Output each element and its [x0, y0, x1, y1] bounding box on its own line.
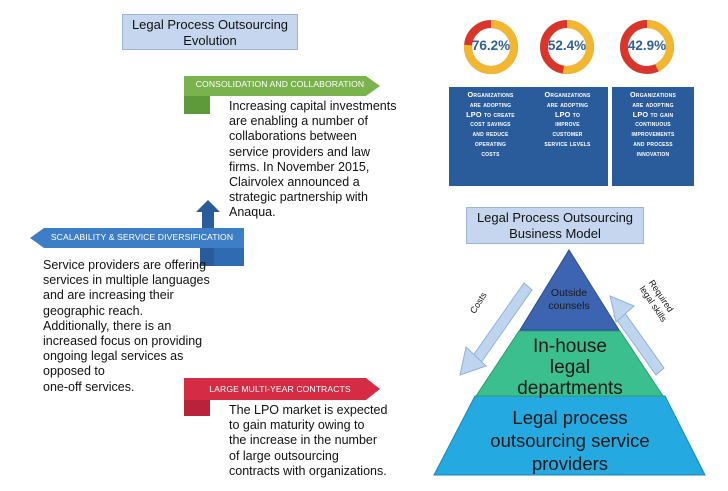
tier-line: Legal process [512, 407, 628, 428]
text-line: increased focus on providing [43, 334, 203, 349]
contracts-banner [184, 378, 380, 416]
stat-line: Organizations [467, 90, 514, 99]
text-line: one-off services. [43, 379, 135, 394]
tier-top-label: Outside counsels [522, 287, 616, 313]
text-line: services in multiple languages [43, 273, 210, 288]
stat-line: service levels [544, 138, 591, 148]
stat-box-1: Organizations are adopting LPO to create… [449, 87, 532, 186]
text-line: Additionally, there is an [43, 318, 172, 333]
stat-line: and process [633, 138, 673, 148]
tier-line: legal [549, 357, 591, 378]
business-model-title: Legal Process Outsourcing Business Model [466, 207, 644, 244]
text-line: ongoing legal services as [43, 349, 184, 364]
stat-line: are adopting [546, 99, 589, 109]
stat-box-3: Organizations are adopting LPO to gain c… [612, 87, 694, 186]
text-line: to gain maturity owing to [229, 418, 365, 433]
text-line: strategic partnership with [229, 190, 368, 205]
text-line: firms. In November 2015, [229, 159, 370, 174]
contracts-text: The LPO market is expected to gain matur… [229, 403, 387, 479]
pyramid-middle-tier [475, 330, 664, 397]
pyramid-top-tier [519, 249, 620, 331]
stat-line: improve [555, 119, 580, 129]
text-line: opposed to [43, 364, 105, 379]
text-line: The LPO market is expected [229, 403, 388, 417]
tier-line: departments [517, 378, 623, 399]
text-line: of large outsourcing [229, 448, 339, 463]
text-line: geographic reach. [43, 303, 144, 318]
stat-value-3: 42.9% [627, 38, 667, 53]
stat-line: and reduce [472, 129, 509, 139]
contracts-label: LARGE MULTI-YEAR CONTRACTS [209, 384, 351, 394]
scalability-banner [30, 200, 244, 266]
stat-line: costs [481, 148, 500, 158]
costs-arrow [459, 282, 533, 376]
evolution-title-line2: Evolution [183, 33, 237, 48]
stat-line: innovation [636, 148, 670, 158]
text-line: collaborations between [229, 129, 357, 144]
scalability-label: SCALABILITY & SERVICE DIVERSIFICATION [50, 232, 234, 242]
scalability-text: Service providers are offering services … [43, 258, 210, 395]
donut-chart-3 [620, 20, 674, 74]
text-line: service providers and law [229, 144, 371, 159]
tier-line: Outside [550, 287, 588, 299]
donut-fill [620, 20, 674, 74]
consolidation-text: Increasing capital investments are enabl… [229, 99, 396, 221]
donut-chart-1 [464, 20, 518, 74]
text-line: the increase in the number [229, 433, 378, 448]
stat-box-2: Organizations are adopting LPO to improv… [527, 87, 608, 186]
tier-line: providers [531, 453, 609, 474]
tier-line: In-house [533, 336, 607, 357]
evolution-title: Legal Process Outsourcing Evolution [122, 14, 298, 50]
text-line: Increasing capital investments [229, 99, 397, 113]
business-model-title-line2: Business Model [509, 226, 601, 241]
tier-base-label: Legal process outsourcing service provid… [452, 406, 688, 475]
stat-line: LPO to gain [632, 109, 674, 119]
text-line: and are increasing their [43, 288, 174, 303]
stat-line: LPO to [554, 109, 581, 119]
stat-line: Organizations [630, 90, 676, 99]
consolidation-label: CONSOLIDATION AND COLLABORATION [195, 79, 365, 89]
stat-line: are adopting [469, 99, 512, 109]
donut-fill [464, 20, 518, 74]
text-line: Anaqua. [229, 205, 276, 220]
stat-line: operating [474, 138, 507, 148]
tier-line: outsourcing service [490, 430, 650, 451]
stat-line: continuous [635, 119, 671, 129]
stat-value-1: 76.2% [471, 38, 511, 53]
stat-line: cost savings [470, 119, 511, 129]
stat-value-2: 52.4% [547, 38, 587, 53]
evolution-title-line1: Legal Process Outsourcing [131, 17, 289, 32]
text-line: Service providers are offering [43, 258, 207, 272]
text-line: are enabling a number of [229, 114, 368, 129]
stat-line: customer [552, 129, 583, 139]
stat-line: Organizations [544, 90, 591, 99]
skills-arrow [609, 295, 665, 376]
stat-line: improvements [631, 129, 675, 139]
text-line: contracts with organizations. [229, 463, 387, 478]
pyramid [433, 249, 706, 476]
stat-line: are adopting [632, 99, 674, 109]
business-model-title-line1: Legal Process Outsourcing [476, 210, 634, 225]
donut-chart-2 [540, 20, 594, 74]
consolidation-banner [184, 76, 380, 114]
tier-middle-label: In-house legal departments [495, 336, 645, 399]
text-line: Clairvolex announced a [229, 175, 360, 190]
donut-fill [540, 20, 594, 74]
stat-line: LPO to create [466, 109, 515, 119]
tier-line: counsels [548, 300, 590, 312]
